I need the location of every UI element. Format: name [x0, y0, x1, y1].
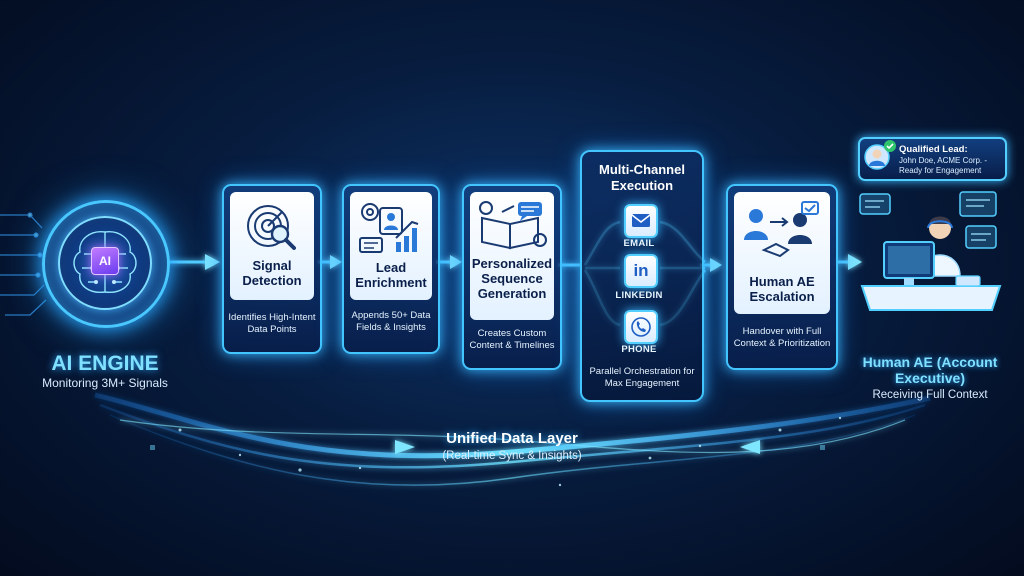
stage-title: Lead Enrichment — [355, 260, 427, 290]
book-gears-chat-icon — [479, 201, 547, 250]
stage-card-panel: Lead Enrichment — [350, 192, 432, 300]
stage-card-panel: Human AE Escalation — [734, 192, 830, 314]
channel-label: LINKEDIN — [615, 290, 663, 301]
ai-engine-title: AI ENGINE — [51, 352, 159, 375]
stage-description: Handover with Full Context & Prioritizat… — [733, 326, 831, 349]
qualified-lead-text: John Doe, ACME Corp. - Ready for Engagem… — [899, 156, 988, 175]
circuit-lines — [0, 212, 47, 316]
stage-title: Signal Detection — [242, 258, 302, 288]
multichannel-footer: Parallel Orchestration for Max Engagemen… — [589, 366, 695, 389]
linkedin-icon[interactable]: in — [624, 254, 658, 288]
stage-card-personalized-sequence[interactable]: Personalized Sequence Generation Creates… — [462, 184, 562, 370]
ai-engine-subtitle: Monitoring 3M+ Signals — [42, 376, 168, 390]
multichannel-title: Multi-Channel Execution — [599, 162, 685, 193]
stage-card-panel: Personalized Sequence Generation — [470, 192, 554, 320]
stage-card-lead-enrichment[interactable]: Lead Enrichment Appends 50+ Data Fields … — [342, 184, 440, 354]
data-layer-arrows — [395, 440, 760, 454]
check-badge-icon — [884, 140, 896, 152]
data-layer-waves — [94, 392, 931, 486]
handshake-people-icon — [744, 201, 819, 258]
channel-label: PHONE — [621, 344, 657, 355]
account-executive-illustration — [859, 191, 1002, 311]
human-ae-title: Human AE (Account Executive) — [862, 354, 998, 386]
qualified-lead-heading: Qualified Lead: — [899, 144, 968, 155]
stage-description: Appends 50+ Data Fields & Insights — [351, 310, 431, 333]
data-particles — [150, 416, 842, 487]
stage-card-signal-detection[interactable]: Signal Detection Identifies High-Intent … — [222, 184, 322, 354]
radar-magnifier-icon — [247, 205, 296, 250]
envelope-icon[interactable] — [624, 204, 658, 238]
avatar — [864, 144, 890, 170]
stage-title: Personalized Sequence Generation — [471, 256, 553, 301]
stage-title: Human AE Escalation — [749, 274, 815, 304]
channel-label: EMAIL — [623, 238, 655, 249]
stage-card-panel: Signal Detection — [230, 192, 314, 300]
linkedin-glyph: in — [633, 261, 649, 280]
phone-icon[interactable] — [624, 310, 658, 344]
human-ae-subtitle: Receiving Full Context — [872, 389, 988, 401]
profile-chart-gear-icon — [359, 203, 419, 253]
stage-description: Identifies High-Intent Data Points — [228, 312, 316, 335]
data-layer-subtitle: (Real-time Sync & Insights) — [442, 450, 582, 462]
data-layer-title: Unified Data Layer — [446, 430, 578, 447]
ai-chip: AI — [91, 247, 119, 275]
stage-card-human-ae-escalation[interactable]: Human AE Escalation Handover with Full C… — [726, 184, 838, 370]
stage-description: Creates Custom Content & Timelines — [469, 328, 555, 351]
